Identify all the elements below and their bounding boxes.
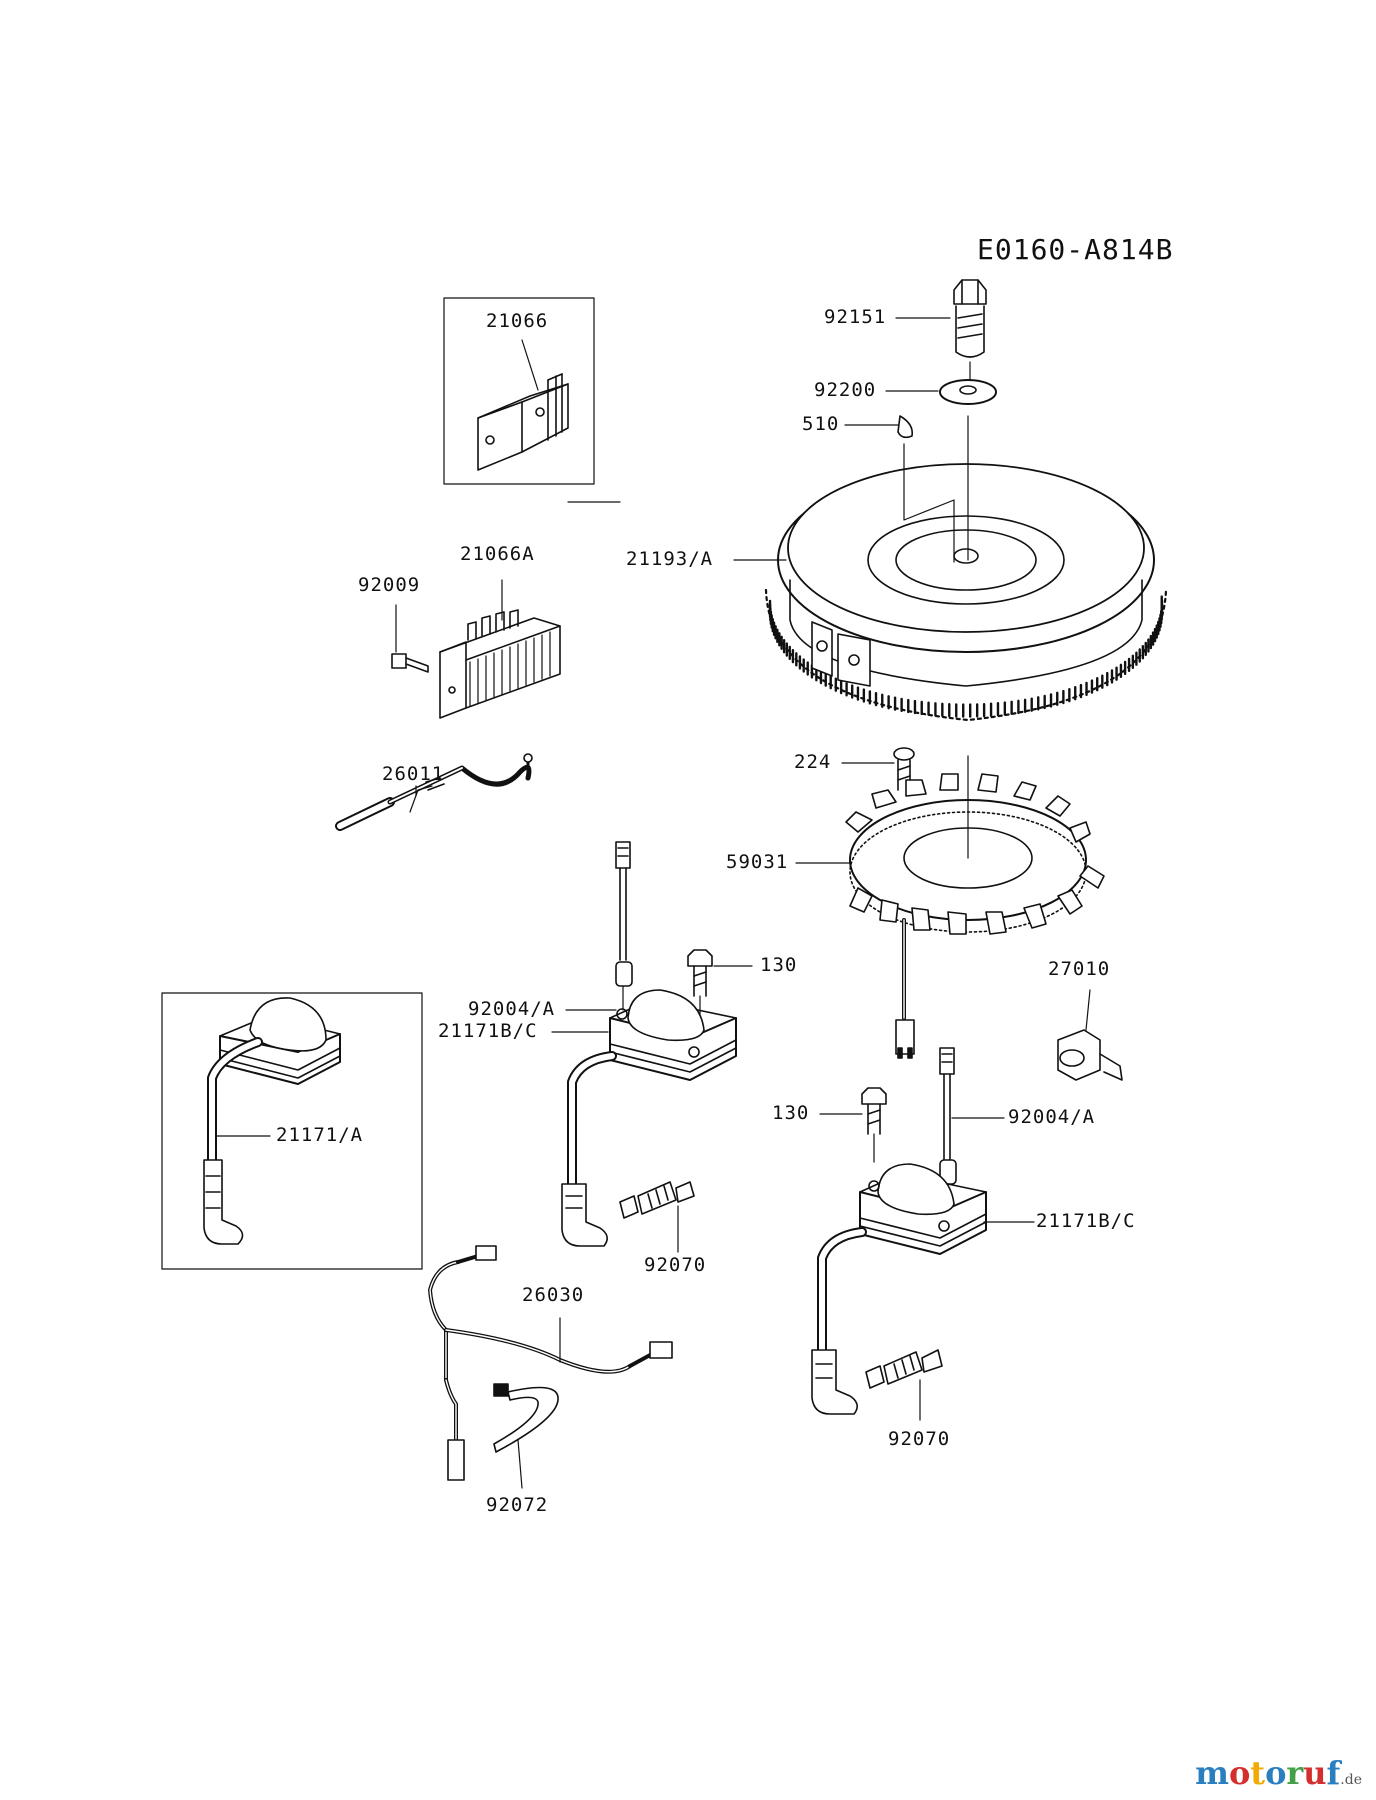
part-label-p21193a[interactable]: 21193/A xyxy=(626,548,714,570)
harness-26011-drawing xyxy=(335,753,533,831)
bolt-130-right-drawing xyxy=(861,1087,887,1163)
part-label-p130_right[interactable]: 130 xyxy=(772,1102,810,1124)
motoruf-logo: motoruf.de xyxy=(1195,1754,1362,1792)
diagram-code: E0160-A814B xyxy=(977,233,1174,266)
flywheel-21193a-drawing xyxy=(764,463,1168,722)
clamp-92072-drawing xyxy=(493,1383,559,1489)
part-label-p26030[interactable]: 26030 xyxy=(522,1284,585,1306)
part-label-p92004a_right[interactable]: 92004/A xyxy=(1008,1106,1096,1128)
leader-lines xyxy=(551,317,1035,1223)
washer-92200-drawing xyxy=(939,379,997,561)
part-label-p92200[interactable]: 92200 xyxy=(814,379,877,401)
screw-224-drawing xyxy=(893,747,915,791)
part-label-p92072[interactable]: 92072 xyxy=(486,1494,549,1516)
part-label-p59031[interactable]: 59031 xyxy=(726,851,789,873)
part-label-p510[interactable]: 510 xyxy=(802,413,840,435)
oil-switch-27010-drawing xyxy=(1057,989,1123,1081)
part-label-p21066a[interactable]: 21066A xyxy=(460,543,535,565)
plug-wire-92004a-right-drawing xyxy=(939,1047,957,1185)
coil-21171bc-left-drawing xyxy=(561,989,737,1247)
coil-21171bc-right-drawing xyxy=(811,1163,987,1415)
part-label-p27010[interactable]: 27010 xyxy=(1048,958,1111,980)
part-label-p92151[interactable]: 92151 xyxy=(824,306,887,328)
coil-21171a-box-drawing xyxy=(161,992,423,1270)
part-label-p130_left[interactable]: 130 xyxy=(760,954,798,976)
part-label-p92004a_left[interactable]: 92004/A xyxy=(468,998,556,1020)
harness-26030-drawing xyxy=(428,1245,673,1481)
bolt-130-left-drawing xyxy=(687,949,713,1019)
part-label-p26011[interactable]: 26011 xyxy=(382,763,445,785)
part-label-p21171bc_left[interactable]: 21171B/C xyxy=(438,1020,538,1042)
spark-plug-92070-right-drawing xyxy=(865,1349,943,1421)
part-label-p92070_left[interactable]: 92070 xyxy=(644,1254,707,1276)
part-label-p92009[interactable]: 92009 xyxy=(358,574,421,596)
part-label-p92070_right[interactable]: 92070 xyxy=(888,1428,951,1450)
part-label-p224[interactable]: 224 xyxy=(794,751,832,773)
regulator-21066a-drawing xyxy=(391,579,561,719)
part-label-p21171bc_right[interactable]: 21171B/C xyxy=(1036,1210,1136,1232)
stator-59031-drawing xyxy=(845,755,1105,1059)
regulator-21066-drawing xyxy=(443,297,595,485)
part-label-p21171a[interactable]: 21171/A xyxy=(276,1124,364,1146)
bolt-92151-drawing xyxy=(953,279,987,381)
part-label-p21066[interactable]: 21066 xyxy=(486,310,549,332)
plug-wire-92004a-left-drawing xyxy=(615,841,633,1011)
spark-plug-92070-left-drawing xyxy=(619,1181,695,1253)
key-510-drawing xyxy=(897,415,955,563)
